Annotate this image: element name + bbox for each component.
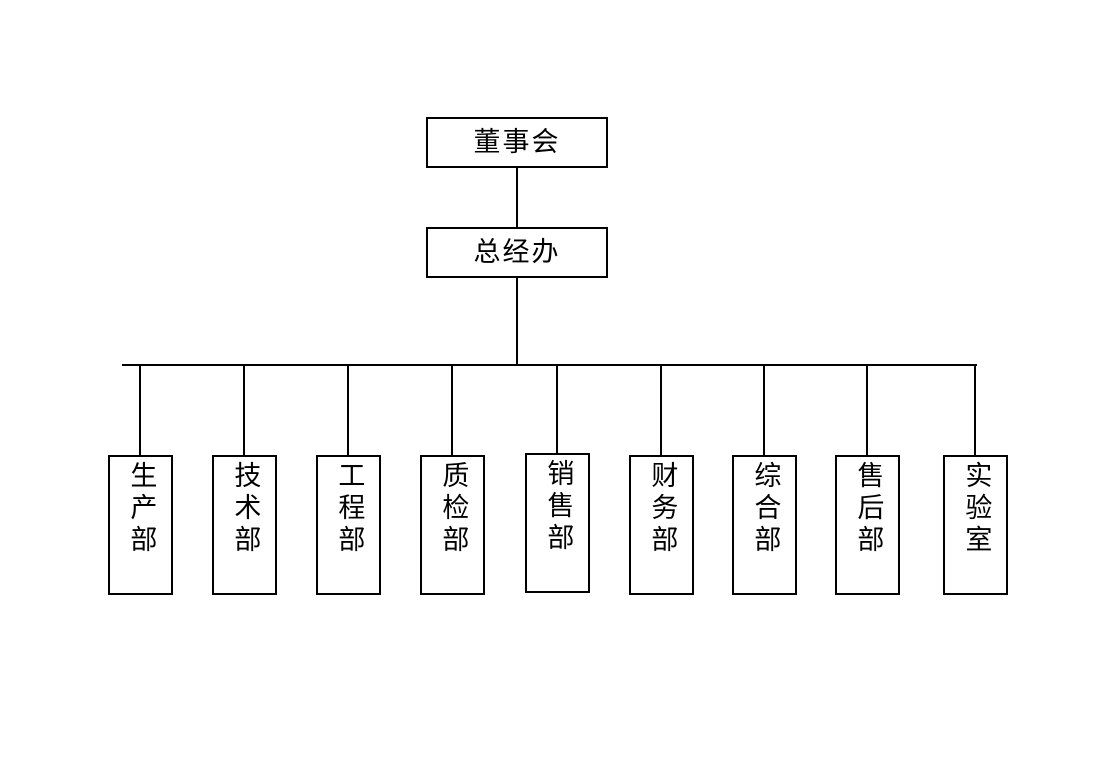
org-node-department-2-label: 技术部 — [229, 461, 261, 557]
org-node-general-manager-office[interactable]: 总经办 — [426, 227, 608, 278]
org-node-department-3-label: 工程部 — [333, 461, 365, 557]
org-node-department-1[interactable]: 生产部 — [108, 455, 173, 595]
org-node-general-manager-office-label: 总经办 — [473, 237, 561, 268]
org-node-department-7-label: 综合部 — [749, 461, 781, 557]
connector-horizontal-bus — [122, 364, 977, 366]
org-node-board-label: 董事会 — [473, 127, 561, 158]
org-node-board[interactable]: 董事会 — [426, 117, 608, 168]
connector-drop-2 — [243, 364, 245, 455]
connector-drop-9 — [974, 364, 976, 455]
connector-drop-4 — [451, 364, 453, 455]
connector-board-to-gm — [516, 168, 518, 227]
org-node-department-5[interactable]: 销售部 — [525, 453, 590, 593]
org-node-department-1-label: 生产部 — [125, 461, 157, 557]
connector-drop-6 — [660, 364, 662, 455]
org-node-department-4-label: 质检部 — [437, 461, 469, 557]
org-node-department-4[interactable]: 质检部 — [420, 455, 485, 595]
org-node-department-6-label: 财务部 — [646, 461, 678, 557]
org-node-department-7[interactable]: 综合部 — [732, 455, 797, 595]
org-node-department-9[interactable]: 实验室 — [943, 455, 1008, 595]
connector-drop-8 — [866, 364, 868, 455]
connector-drop-7 — [763, 364, 765, 455]
org-node-department-9-label: 实验室 — [960, 461, 992, 557]
org-node-department-6[interactable]: 财务部 — [629, 455, 694, 595]
org-node-department-8-label: 售后部 — [852, 461, 884, 557]
org-node-department-3[interactable]: 工程部 — [316, 455, 381, 595]
org-node-department-8[interactable]: 售后部 — [835, 455, 900, 595]
connector-drop-3 — [347, 364, 349, 455]
org-node-department-2[interactable]: 技术部 — [212, 455, 277, 595]
connector-drop-5 — [556, 364, 558, 455]
connector-drop-1 — [139, 364, 141, 455]
org-node-department-5-label: 销售部 — [542, 459, 574, 555]
connector-gm-to-bus — [516, 278, 518, 365]
